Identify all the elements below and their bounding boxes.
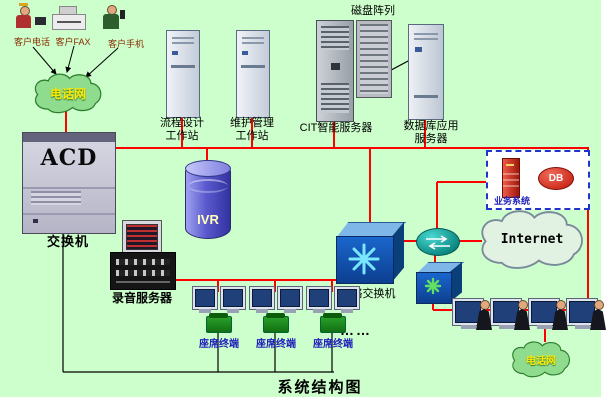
db-app-server-label-line2: 服务器 [414,133,448,145]
workstation-tower-design [166,30,200,118]
agent-monitor [277,286,303,313]
agent-monitor [249,286,275,313]
agent-monitor [334,286,360,313]
user-person-icon [476,300,492,330]
agent-phone [320,313,346,333]
phone-network-cloud-top-label: 电话网 [49,86,86,101]
cloud-shape [34,73,102,114]
db-app-server-label: 数据库应用 服务器 [396,120,466,146]
access-switch-side-face [450,262,462,302]
recording-server-screen [126,224,158,250]
customer-mobile-body [103,14,119,29]
router [416,228,460,256]
user-person-icon [590,300,606,330]
workstation-design-label: 流程设计 工作站 [144,117,220,143]
agent-terminal-label: 座席终端 [199,339,239,350]
cloud-shape [481,210,583,269]
acd-name: ACD [40,145,98,171]
acd-caption: 交换机 [46,234,89,249]
cit-server-tower [316,20,354,122]
fax-body [52,14,86,30]
acd-switch: ACD [22,132,116,234]
customer-mobile-icon [102,4,132,34]
workstation-maintenance-label: 维护管理 工作站 [214,117,290,143]
agent-monitor [306,286,332,313]
workstation-tower-maintenance [236,30,270,118]
customer-phone-body [16,15,31,28]
business-system-caption: 业务系统 [494,196,531,206]
network-switch [336,222,406,284]
agent-terminal-label: 座席终端 [256,339,296,350]
desk-phone [35,17,46,25]
business-server-icon [502,158,520,198]
recording-server-label: 录音服务器 [111,291,172,305]
router-arrows-icon [426,235,450,250]
workstation-design-label-line1: 流程设计 [160,117,204,129]
agent-terminal-group: 座席终端 [249,286,303,352]
network-switch-side-face [392,222,404,282]
more-terminals-ellipsis: …… [340,322,372,338]
customer-fax-label: 客户FAX [55,37,91,47]
business-system-box: DB 业务系统 [486,150,590,210]
ivr-label: IVR [197,212,219,227]
phone-network-cloud-top: 电话网 [30,72,106,114]
user-person-icon [552,300,568,330]
switch-crossbar-icon [348,243,380,275]
agent-monitor [192,286,218,313]
customer-phone-icon [14,3,52,35]
customer-mobile-label: 客户手机 [107,39,144,49]
access-switch [416,262,464,304]
recording-server-unit [110,252,176,290]
workstation-design-label-line2: 工作站 [165,130,199,142]
agent-phone [206,313,232,333]
customer-phone-hat [19,3,28,6]
database-icon: DB [538,167,574,190]
internet-cloud-label: Internet [500,231,564,247]
disk-array-label: 磁盘阵列 [351,5,395,17]
agent-phone [263,313,289,333]
workstation-maintenance-label-line1: 维护管理 [230,117,274,129]
workstation-maintenance-label-line2: 工作站 [235,130,269,142]
customer-phone-label: 客户电话 [13,37,50,47]
agent-terminal-label: 座席终端 [313,339,353,350]
cit-server-label: CIT智能服务器 [299,122,373,134]
user-person-icon [514,300,530,330]
phone-network-cloud-bottom: 电话网 [508,340,574,378]
ivr-cylinder: IVR [185,160,231,239]
agent-terminal-group: 座席终端 [192,286,246,352]
cloud-shape [512,341,570,378]
recording-server-monitor [122,220,162,254]
db-app-server-label-line1: 数据库应用 [403,120,459,132]
db-app-server-tower [408,24,444,120]
diagram-title: 系统结构图 [277,378,363,396]
disk-array-rack [356,20,392,98]
customer-fax-icon [52,4,86,32]
phone-network-cloud-bottom-label: 电话网 [526,355,556,367]
mobile-handset [120,10,125,19]
agent-terminal-group: 座席终端 [306,286,360,352]
customer-to-phonenet-arrows [32,45,119,78]
access-switch-crossbar-icon [424,277,442,295]
agent-monitor [220,286,246,313]
internet-cloud: Internet [474,208,590,270]
